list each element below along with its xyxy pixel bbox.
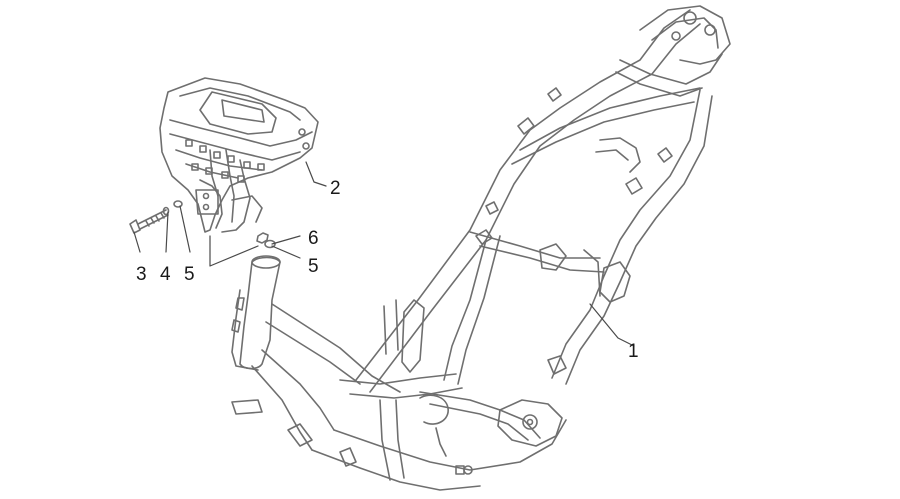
- callout-1: 1: [628, 341, 639, 362]
- callout-5-left: 5: [184, 264, 195, 285]
- front-bracket: [159, 77, 319, 233]
- main-frame: [231, 5, 731, 491]
- callout-labels: 1 2 3 4 5 5 6: [136, 178, 639, 362]
- callout-3: 3: [136, 264, 147, 285]
- bolt-assembly: [129, 200, 276, 249]
- callout-4: 4: [160, 264, 171, 285]
- leader-lines: [133, 161, 635, 347]
- callout-5-right: 5: [308, 256, 319, 277]
- callout-6: 6: [308, 228, 319, 249]
- callout-2: 2: [330, 178, 341, 199]
